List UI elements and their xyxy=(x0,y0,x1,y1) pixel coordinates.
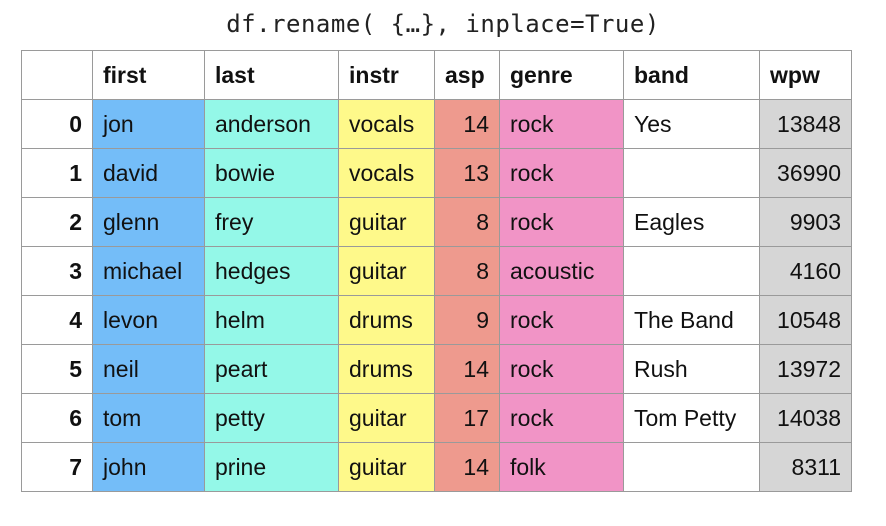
row-index: 6 xyxy=(21,393,93,443)
cell-first: david xyxy=(92,148,205,198)
cell-genre: rock xyxy=(499,99,624,149)
column-header-instr: instr xyxy=(338,50,435,100)
cell-asp: 17 xyxy=(434,393,500,443)
cell-band xyxy=(623,442,760,492)
row-index: 4 xyxy=(21,295,93,345)
cell-wpw: 36990 xyxy=(759,148,852,198)
cell-instr: guitar xyxy=(338,197,435,247)
cell-genre: rock xyxy=(499,197,624,247)
column-header-band: band xyxy=(623,50,760,100)
header-row: first last instr asp genre band wpw xyxy=(21,50,852,100)
row-index: 7 xyxy=(21,442,93,492)
cell-instr: guitar xyxy=(338,246,435,296)
cell-genre: rock xyxy=(499,344,624,394)
cell-wpw: 10548 xyxy=(759,295,852,345)
cell-wpw: 13972 xyxy=(759,344,852,394)
column-header-asp: asp xyxy=(434,50,500,100)
cell-instr: guitar xyxy=(338,442,435,492)
cell-first: tom xyxy=(92,393,205,443)
cell-asp: 14 xyxy=(434,442,500,492)
cell-asp: 14 xyxy=(434,344,500,394)
row-index: 1 xyxy=(21,148,93,198)
cell-instr: vocals xyxy=(338,148,435,198)
column-header-first: first xyxy=(92,50,205,100)
cell-wpw: 9903 xyxy=(759,197,852,247)
cell-asp: 14 xyxy=(434,99,500,149)
cell-band xyxy=(623,148,760,198)
cell-wpw: 4160 xyxy=(759,246,852,296)
cell-first: levon xyxy=(92,295,205,345)
code-title: df.rename( {…}, inplace=True) xyxy=(226,10,660,38)
cell-band: Rush xyxy=(623,344,760,394)
cell-last: bowie xyxy=(204,148,339,198)
cell-last: prine xyxy=(204,442,339,492)
cell-last: anderson xyxy=(204,99,339,149)
cell-genre: rock xyxy=(499,393,624,443)
cell-band: Yes xyxy=(623,99,760,149)
cell-wpw: 14038 xyxy=(759,393,852,443)
cell-genre: rock xyxy=(499,148,624,198)
cell-instr: guitar xyxy=(338,393,435,443)
cell-last: peart xyxy=(204,344,339,394)
cell-first: michael xyxy=(92,246,205,296)
cell-last: helm xyxy=(204,295,339,345)
cell-wpw: 8311 xyxy=(759,442,852,492)
cell-first: john xyxy=(92,442,205,492)
cell-asp: 9 xyxy=(434,295,500,345)
cell-band: Tom Petty xyxy=(623,393,760,443)
column-header-last: last xyxy=(204,50,339,100)
cell-wpw: 13848 xyxy=(759,99,852,149)
cell-asp: 8 xyxy=(434,197,500,247)
cell-band: The Band xyxy=(623,295,760,345)
cell-last: frey xyxy=(204,197,339,247)
cell-instr: drums xyxy=(338,344,435,394)
cell-band: Eagles xyxy=(623,197,760,247)
row-index: 2 xyxy=(21,197,93,247)
row-index: 3 xyxy=(21,246,93,296)
cell-band xyxy=(623,246,760,296)
cell-instr: vocals xyxy=(338,99,435,149)
cell-instr: drums xyxy=(338,295,435,345)
cell-genre: folk xyxy=(499,442,624,492)
cell-asp: 13 xyxy=(434,148,500,198)
cell-last: petty xyxy=(204,393,339,443)
cell-genre: rock xyxy=(499,295,624,345)
cell-first: jon xyxy=(92,99,205,149)
column-header-genre: genre xyxy=(499,50,624,100)
row-index: 5 xyxy=(21,344,93,394)
cell-first: glenn xyxy=(92,197,205,247)
index-header xyxy=(21,50,93,100)
cell-first: neil xyxy=(92,344,205,394)
cell-last: hedges xyxy=(204,246,339,296)
column-header-wpw: wpw xyxy=(759,50,852,100)
row-index: 0 xyxy=(21,99,93,149)
cell-asp: 8 xyxy=(434,246,500,296)
cell-genre: acoustic xyxy=(499,246,624,296)
